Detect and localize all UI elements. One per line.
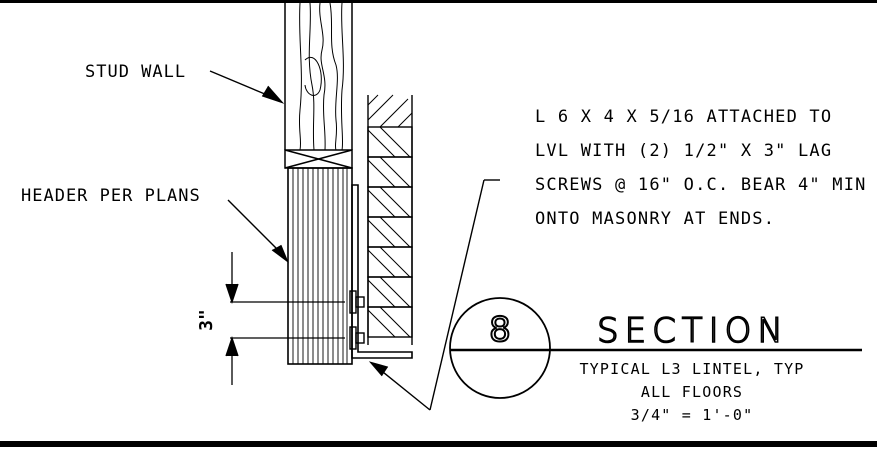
stud-wall	[284, 2, 353, 151]
lvl-header	[287, 167, 353, 365]
note-line-3: SCREWS @ 16" O.C. BEAR 4" MIN	[535, 175, 867, 195]
section-title: SECTION	[597, 311, 789, 351]
note-line-4: ONTO MASONRY AT ENDS.	[535, 209, 775, 229]
stud-wall-label: STUD WALL	[85, 62, 186, 82]
angle-note: L 6 X 4 X 5/16 ATTACHED TO LVL WITH (2) …	[535, 107, 867, 229]
section-subtitle-1: TYPICAL L3 LINTEL, TYP	[579, 360, 804, 378]
section-subtitle-2: ALL FLOORS	[641, 383, 743, 401]
lag-screws	[349, 290, 365, 350]
section-callout: 8 SECTION TYPICAL L3 LINTEL, TYP ALL FLO…	[449, 297, 862, 424]
top-plate	[284, 149, 353, 169]
section-subtitle-3: 3/4" = 1'-0"	[631, 406, 754, 424]
note-line-1: L 6 X 4 X 5/16 ATTACHED TO	[535, 107, 832, 127]
dimension-3in	[225, 252, 345, 385]
leaders	[209, 70, 500, 411]
note-line-2: LVL WITH (2) 1/2" X 3" LAG	[535, 141, 832, 161]
section-number: 8	[489, 310, 511, 350]
header-label: HEADER PER PLANS	[21, 186, 201, 206]
steel-angle	[351, 184, 413, 359]
masonry-wall	[367, 94, 413, 345]
dimension-label: 3"	[196, 309, 217, 331]
section-bubble	[449, 297, 551, 399]
